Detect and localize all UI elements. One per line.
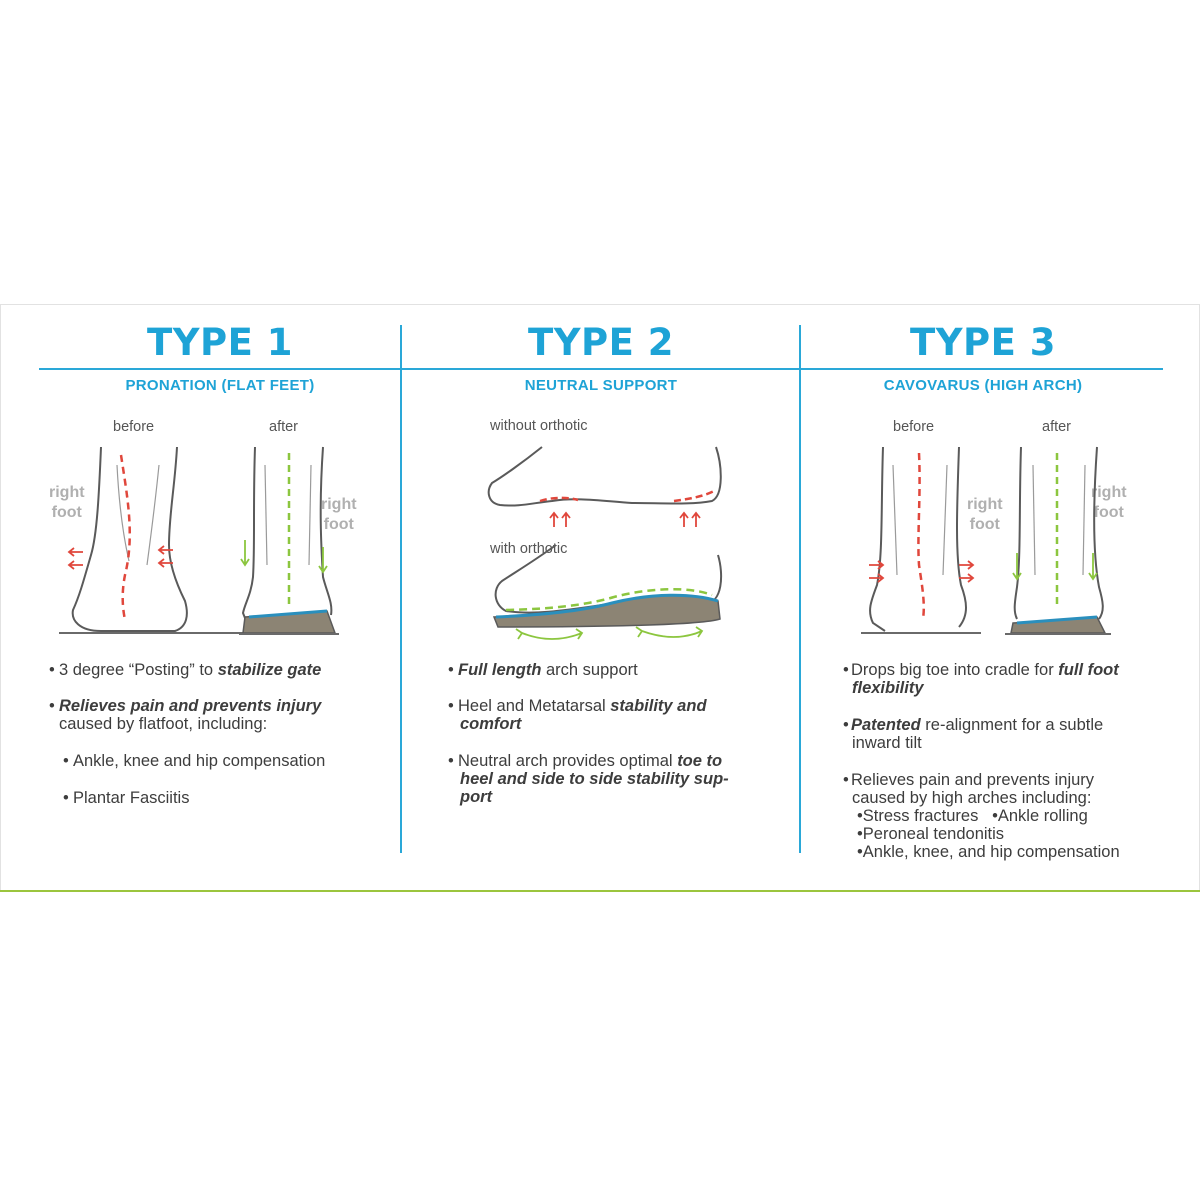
list-item: •Drops big toe into cradle for full foot [843, 661, 1119, 679]
type3-subtitle: CAVOVARUS (HIGH ARCH) [883, 377, 1083, 394]
before-heel-drawing [869, 446, 967, 632]
type2-subtitle: NEUTRAL SUPPORT [524, 377, 678, 394]
red-dashed-alignment-line [917, 452, 926, 620]
sub-list-item: •Peroneal tendonitis [857, 825, 1005, 843]
after-label: after [1042, 419, 1072, 435]
type3-title: TYPE 3 [909, 321, 1057, 364]
green-support-line [505, 587, 713, 612]
type3-heel-illustration [861, 446, 1111, 635]
title-underline [801, 368, 1163, 370]
green-stability-arrows [515, 626, 704, 640]
red-arrows-right [869, 560, 975, 583]
list-item: •Patented re-alignment for a subtle [843, 716, 1104, 734]
list-item: •Plantar Fasciitis [63, 789, 190, 807]
after-heel-drawing [241, 446, 333, 624]
list-item: •Neutral arch provides optimal toe to [448, 752, 723, 770]
without-orthotic-label: without orthotic [490, 418, 588, 434]
type2-foot-illustration [487, 446, 723, 640]
title-underline [39, 368, 400, 370]
before-label: before [893, 419, 935, 435]
column-divider [400, 325, 402, 853]
type1-title: TYPE 1 [146, 321, 294, 364]
sub-list-item: •Ankle, knee, and hip compensation [857, 843, 1120, 861]
insole-top-layer [248, 609, 328, 619]
sub-list-item: •Stress fractures •Ankle rolling [857, 807, 1088, 825]
list-item: •Relieves pain and prevents injury [49, 697, 322, 715]
list-item-continued: caused by flatfoot, including: [59, 715, 268, 733]
list-item: •3 degree “Posting” to stabilize gate [49, 661, 322, 679]
column-divider [799, 325, 801, 853]
red-pressure-arrows [549, 511, 701, 527]
foot-outline-without-orthotic [487, 446, 722, 507]
full-length-insole [492, 594, 721, 628]
type1-column: TYPE 1 PRONATION (FLAT FEET) before afte… [39, 305, 401, 893]
before-heel-drawing [71, 446, 188, 632]
bottom-accent-line [0, 890, 1200, 892]
green-arrows-down [1012, 553, 1098, 581]
red-arrows-left [67, 545, 173, 570]
list-item: •Relieves pain and prevents injury [843, 771, 1095, 789]
list-item: •Full length arch support [448, 661, 638, 679]
type1-subtitle: PRONATION (FLAT FEET) [125, 377, 315, 394]
type2-title: TYPE 2 [527, 321, 675, 364]
list-item-continued: flexibility [852, 679, 924, 697]
insole-top-layer [1016, 615, 1098, 625]
insole-top-layer [495, 593, 719, 619]
green-arrows-down [240, 540, 328, 574]
list-item-continued: comfort [460, 715, 522, 733]
with-orthotic-label: with orthotic [490, 541, 568, 557]
red-dashed-alignment-line [119, 454, 131, 621]
list-item-continued: caused by high arches including: [852, 789, 1092, 807]
before-label: before [113, 419, 155, 435]
type2-column: TYPE 2 NEUTRAL SUPPORT without orthotic … [402, 305, 800, 893]
title-underline [402, 368, 799, 370]
after-label: after [269, 419, 299, 435]
list-item-continued: heel and side to side stability sup- [460, 770, 729, 788]
type3-column: TYPE 3 CAVOVARUS (HIGH ARCH) before afte… [801, 305, 1165, 893]
after-heel-drawing [1013, 446, 1104, 620]
red-pressure-line [539, 496, 579, 503]
list-item-continued: port [460, 788, 493, 806]
list-item: •Heel and Metatarsal stability and [448, 697, 707, 715]
type1-heel-illustration [59, 446, 339, 635]
list-item-continued: inward tilt [852, 734, 922, 752]
red-pressure-line [673, 489, 715, 503]
list-item: •Ankle, knee and hip compensation [63, 752, 326, 770]
comparison-panel: TYPE 1 PRONATION (FLAT FEET) before afte… [0, 304, 1200, 892]
